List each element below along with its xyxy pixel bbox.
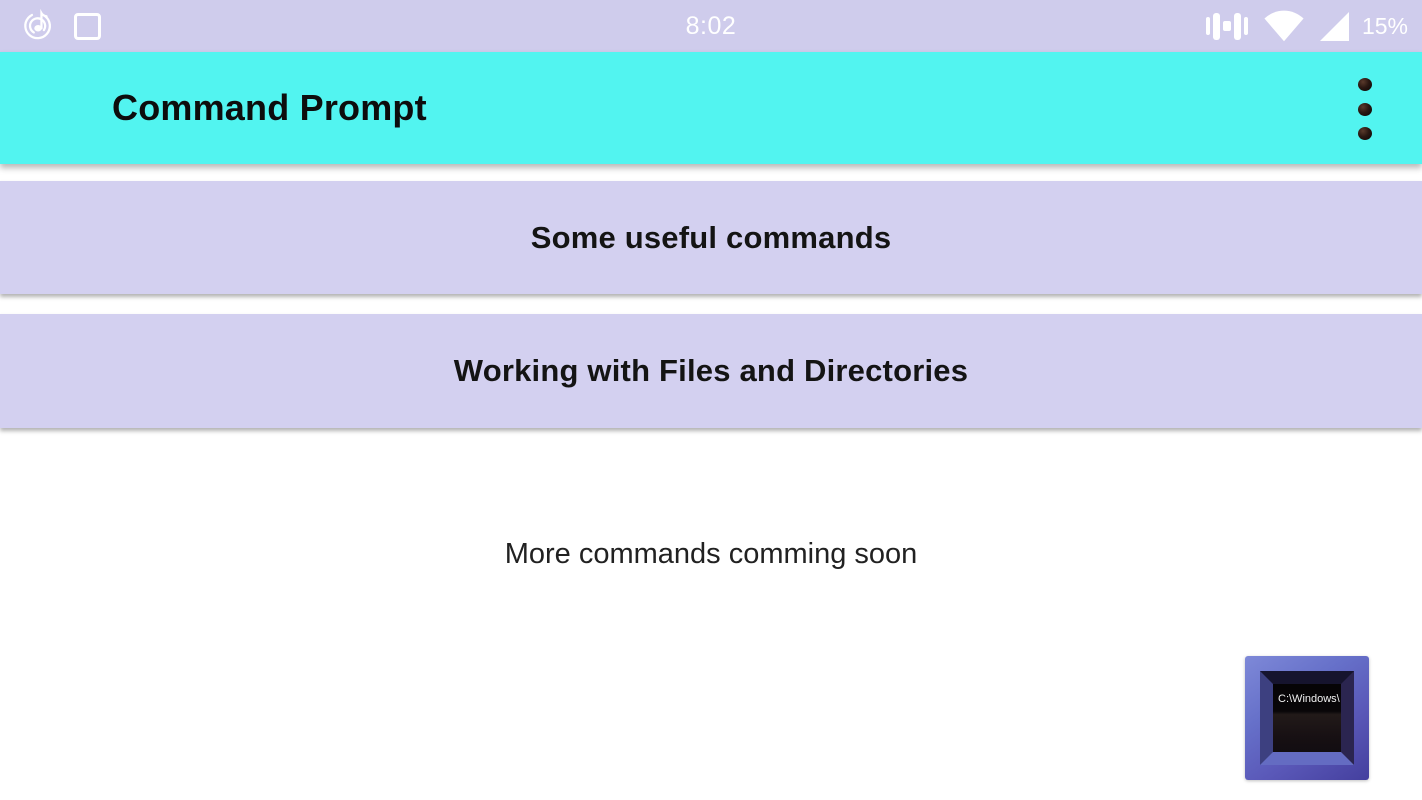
status-bar-notifications — [22, 0, 101, 52]
overflow-menu-button[interactable] — [1344, 78, 1386, 140]
wifi-icon — [1261, 4, 1307, 49]
overflow-dot-icon — [1358, 102, 1372, 116]
app-bar: Command Prompt — [0, 52, 1422, 164]
overflow-dot-icon — [1358, 127, 1372, 140]
battery-percent: 15% — [1361, 12, 1408, 39]
vibrate-icon — [1205, 10, 1248, 42]
status-bar: 8:02 15% — [0, 0, 1422, 52]
logo-terminal-text: C:\Windows\ — [1278, 693, 1340, 705]
menu-button-files-directories[interactable]: Working with Files and Directories — [0, 314, 1422, 428]
music-notification-icon — [22, 7, 56, 46]
screenshot-notification-icon — [74, 12, 101, 40]
logo-terminal-screen: C:\Windows\ — [1273, 684, 1341, 752]
overflow-dot-icon — [1358, 78, 1372, 91]
page-title: Command Prompt — [112, 87, 427, 128]
command-prompt-logo-icon: C:\Windows\ — [1245, 656, 1369, 780]
status-time: 8:02 — [685, 11, 737, 40]
menu-button-useful-commands[interactable]: Some useful commands — [0, 181, 1422, 294]
signal-icon — [1319, 11, 1349, 41]
status-bar-indicators: 15% — [1205, 0, 1408, 52]
logo-bevel: C:\Windows\ — [1260, 671, 1354, 765]
coming-soon-text: More commands comming soon — [504, 538, 918, 570]
